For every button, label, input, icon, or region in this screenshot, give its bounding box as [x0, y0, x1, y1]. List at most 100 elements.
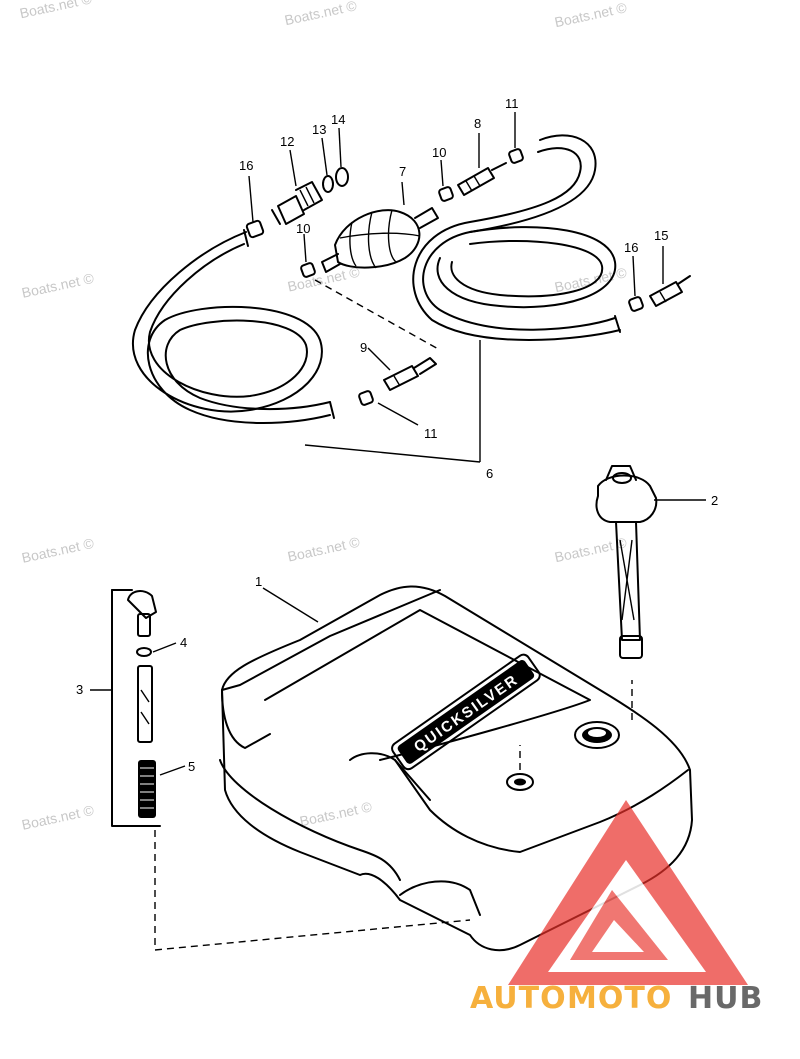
- logo-text-moto: MOTO: [567, 981, 672, 1016]
- leader-lines: [90, 112, 706, 776]
- clamp-11-lower: [358, 390, 374, 406]
- fuel-gauge-assembly: [595, 465, 658, 659]
- fitting-8: [457, 162, 507, 196]
- callout-3: 3: [76, 682, 83, 697]
- watermark: Boats.net ©: [553, 264, 629, 295]
- left-hose-end: [243, 229, 249, 247]
- fitting-9-body: [383, 365, 419, 391]
- primer-bulb-nozzle-right: [414, 207, 439, 229]
- fitting-rib: [465, 180, 473, 192]
- tank-top-left-ridge: [221, 589, 441, 691]
- gauge-head-top: [605, 465, 637, 481]
- connector-body: [277, 195, 305, 225]
- gauge-shaft: [615, 521, 641, 641]
- callout-12: 12: [280, 134, 294, 149]
- tank-handle-ridge: [221, 689, 271, 749]
- callout-13: 13: [312, 122, 326, 137]
- pickup-dashed-line: [154, 830, 471, 951]
- leader-1: [262, 587, 319, 623]
- primer-bulb: [321, 207, 439, 273]
- callout-9: 9: [360, 340, 367, 355]
- leader-5: [159, 765, 186, 776]
- callout-11-lower: 11: [424, 426, 438, 441]
- logo-triangle-core-inner: [592, 920, 644, 952]
- callout-2: 2: [711, 493, 718, 508]
- right-hose-end: [614, 315, 621, 333]
- outlet-port-outer: [506, 773, 534, 791]
- watermark: Boats.net ©: [20, 802, 96, 833]
- tank-outline: [221, 585, 693, 952]
- watermark: Boats.net ©: [286, 534, 362, 565]
- callout-16-left: 16: [239, 158, 253, 173]
- pickup-filter-5: [138, 760, 156, 818]
- watermark: Boats.net ©: [553, 0, 629, 30]
- callout-14: 14: [331, 112, 345, 127]
- primer-bulb-nozzle-left: [321, 253, 341, 273]
- tank-bottom-fold: [219, 759, 401, 881]
- outlet-port-inner: [514, 778, 526, 786]
- left-hose-outer: [132, 231, 331, 424]
- fill-cap-hole: [588, 729, 606, 737]
- connector-head: [295, 181, 323, 211]
- leader-11b: [377, 402, 419, 426]
- leader-4: [152, 642, 177, 653]
- fitting-15-tip: [677, 275, 691, 285]
- tank-fill-cap: [574, 721, 620, 749]
- fitting-9-tip: [413, 357, 437, 375]
- tank-lower-edge: [399, 880, 481, 916]
- callout-6: 6: [486, 466, 493, 481]
- callout-11-upper: 11: [505, 96, 519, 111]
- leader-10a: [440, 159, 444, 187]
- automotohub-logo: AUTO MOTO HUB: [470, 800, 763, 1016]
- connector-rib: [305, 186, 315, 204]
- leader-7: [401, 181, 405, 206]
- leader-6a: [304, 444, 481, 463]
- right-hose-outer: [422, 134, 616, 331]
- pickup-tube-cut: [140, 689, 150, 703]
- primer-bulb-rib: [349, 221, 357, 267]
- tank-brand-label: QUICKSILVER: [411, 671, 522, 756]
- fitting-15-body: [649, 281, 683, 307]
- leader-10b: [303, 233, 307, 263]
- fuel-line-assembly: [132, 134, 691, 424]
- o-ring-13: [322, 175, 334, 193]
- fitting-8-body: [457, 167, 495, 196]
- pickup-o-ring-4: [136, 647, 152, 657]
- fuel-connector-12: [271, 181, 323, 225]
- gauge-shaft-inner: [621, 539, 633, 621]
- primer-bulb-rib: [339, 232, 421, 239]
- callout-15: 15: [654, 228, 668, 243]
- clamp-16-left: [245, 219, 265, 239]
- left-hose-tail: [329, 401, 335, 419]
- gauge-float: [619, 635, 643, 659]
- left-hose-inner: [147, 243, 331, 411]
- o-ring-14: [335, 167, 349, 187]
- brand-plate-border: [391, 653, 541, 771]
- pickup-tube: [137, 665, 153, 743]
- watermark: Boats.net ©: [20, 270, 96, 301]
- callout-numbers: 1 2 3 4 5 6 7 8 9 10 10 11 11 12 13 14 1…: [76, 96, 718, 774]
- logo-text-hub: HUB: [688, 981, 763, 1016]
- leader-13: [321, 137, 328, 176]
- primer-bulb-rib: [387, 209, 397, 263]
- pickup-elbow-stem: [137, 613, 151, 637]
- leader-16b: [632, 255, 636, 297]
- gauge-cap: [612, 472, 632, 484]
- fitting-15: [649, 275, 691, 307]
- callout-5: 5: [188, 759, 195, 774]
- assembly-dashed-line: [314, 279, 441, 351]
- watermark: Boats.net ©: [20, 535, 96, 566]
- leader-9: [367, 347, 391, 371]
- pickup-filter-mesh: [140, 767, 154, 809]
- right-hose-loop2: [436, 226, 617, 309]
- callout-10-upper: 10: [432, 145, 446, 160]
- gauge-head: [595, 474, 658, 523]
- logo-text-auto: AUTO: [470, 981, 567, 1016]
- leader-14: [338, 127, 342, 168]
- primer-bulb-body: [334, 209, 421, 269]
- fill-cap-outer: [574, 721, 620, 749]
- right-hose-loop2-inner: [450, 239, 604, 298]
- callout-4: 4: [180, 635, 187, 650]
- clamp-11-upper: [508, 148, 524, 164]
- callout-8: 8: [474, 116, 481, 131]
